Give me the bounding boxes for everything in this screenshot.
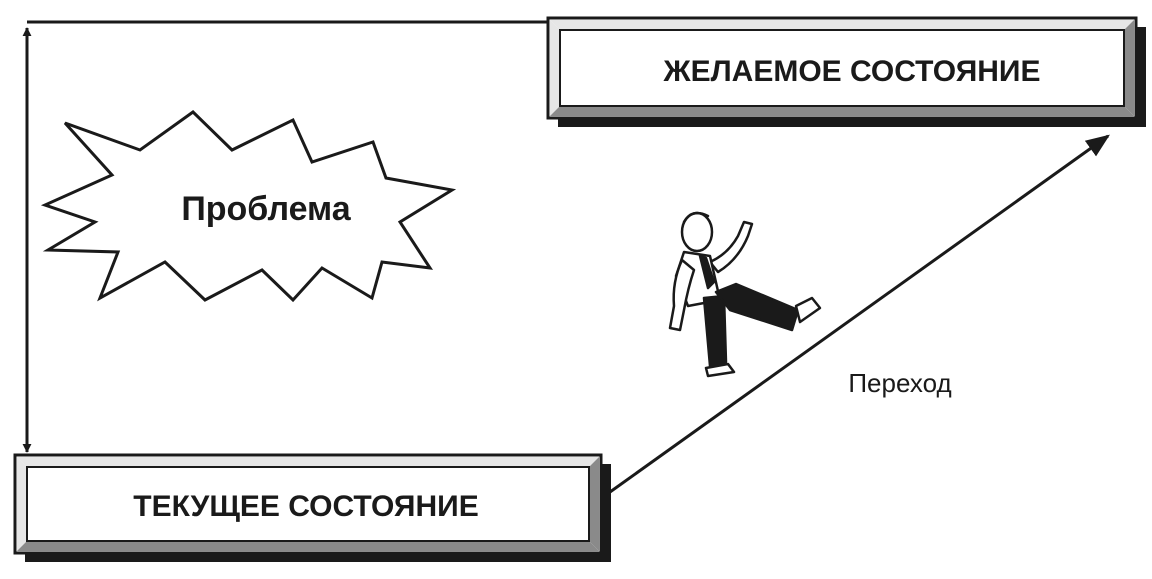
- transition-arrow: [609, 134, 1110, 494]
- problem-label: Проблема: [181, 190, 351, 228]
- current-state-label: ТЕКУЩЕЕ СОСТОЯНИЕ: [133, 490, 478, 523]
- desired-state-label: ЖЕЛАЕМОЕ СОСТОЯНИЕ: [662, 55, 1040, 88]
- walking-person-icon: [668, 211, 822, 378]
- transition-label: Переход: [848, 368, 951, 398]
- desired-state-box: ЖЕЛАЕМОЕ СОСТОЯНИЕ: [546, 16, 1146, 127]
- current-state-box: ТЕКУЩЕЕ СОСТОЯНИЕ: [13, 453, 611, 562]
- problem-burst: Проблема: [40, 110, 457, 303]
